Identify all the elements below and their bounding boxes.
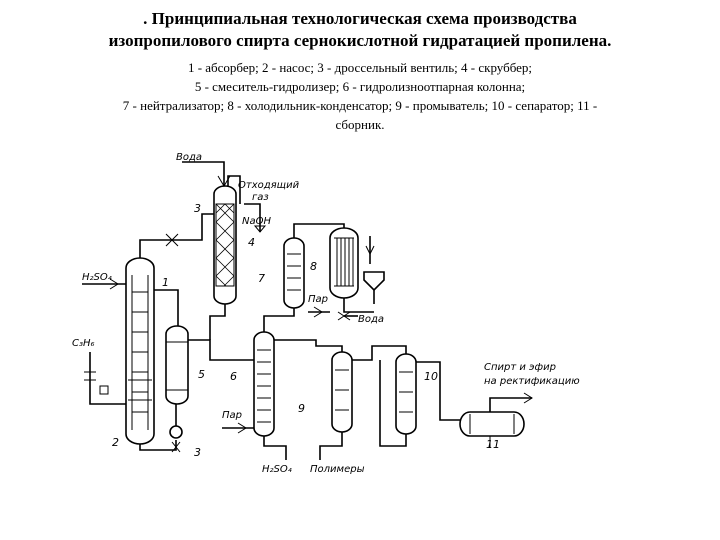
label-h2so4-in: H₂SO₄ (82, 272, 112, 283)
neutralizer-7 (283, 237, 305, 309)
num-4: 4 (248, 236, 255, 249)
label-water-mid: Вода (358, 314, 384, 325)
separator-funnel (363, 271, 385, 304)
label-product-2: на ректификацию (484, 376, 580, 387)
num-9: 9 (298, 402, 305, 415)
legend-line-1: 1 - абсорбер; 2 - насос; 3 - дроссельный… (187, 60, 533, 75)
num-10: 10 (424, 370, 438, 383)
hydrolysis-column-6 (253, 331, 275, 437)
scrubber-4 (213, 185, 237, 305)
num-8: 8 (310, 260, 317, 273)
washer-9 (331, 351, 353, 433)
label-steam-1: Пар (308, 294, 328, 305)
absorber-1 (125, 257, 155, 445)
num-7: 7 (258, 272, 265, 285)
mixer-hydrolyzer-5 (165, 325, 189, 405)
num-3a: 3 (194, 202, 201, 215)
label-offgas-2: газ (252, 192, 269, 203)
diagram-title: . Принципиальная технологическая схема п… (0, 8, 720, 52)
num-6: 6 (230, 370, 237, 383)
label-naoh: NaOH (242, 216, 271, 227)
separator-10 (395, 353, 417, 435)
equipment-legend: 1 - абсорбер; 2 - насос; 3 - дроссельный… (0, 58, 720, 134)
legend-line-4: сборник. (335, 117, 385, 132)
num-1: 1 (162, 276, 169, 289)
label-offgas-1: Отходящий (238, 180, 300, 191)
num-2: 2 (112, 436, 119, 449)
legend-line-3: 7 - нейтрализатор; 8 - холодильник-конде… (122, 98, 598, 113)
collector-11 (459, 411, 525, 448)
legend-line-2: 5 - смеситель-гидролизер; 6 - гидролизно… (194, 79, 526, 94)
piping (82, 161, 533, 460)
title-line-1: . Принципиальная технологическая схема п… (143, 9, 577, 28)
label-polymers: Полимеры (310, 464, 365, 475)
label-steam-2: Пар (222, 410, 242, 421)
num-5: 5 (198, 368, 205, 381)
title-line-2: изопропилового спирта сернокислотной гид… (108, 31, 612, 50)
cooler-condenser-8 (329, 227, 359, 299)
label-water-top: Вода (176, 152, 202, 163)
num-3b: 3 (194, 446, 201, 459)
num-11: 11 (486, 438, 500, 451)
label-h2so4-out: H₂SO₄ (262, 464, 292, 475)
label-c3h6: C₃H₆ (72, 338, 95, 349)
label-product-1: Спирт и эфир (484, 362, 556, 373)
